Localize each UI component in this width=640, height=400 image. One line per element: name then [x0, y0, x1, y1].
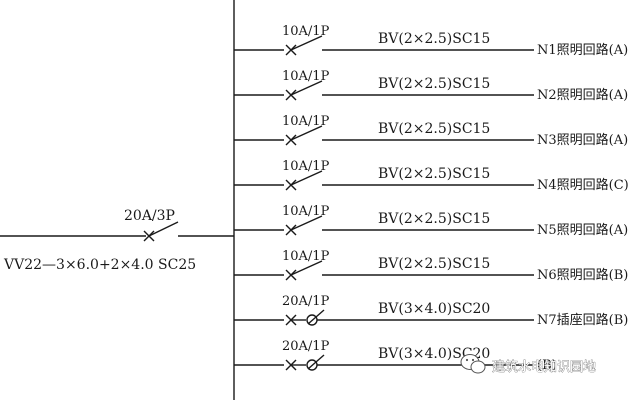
- watermark-text: 建筑水电知识园地: [492, 359, 596, 375]
- branch-switch-blade: [290, 80, 323, 96]
- branch-breaker-label: 10A/1P: [282, 204, 330, 219]
- branch-breaker-label: 10A/1P: [282, 159, 330, 174]
- branch-circuit-label: N5照明回路(A): [537, 222, 628, 238]
- branch-breaker-label: 20A/1P: [282, 294, 330, 309]
- branch-circuit-label: (B): [537, 358, 557, 373]
- incoming-cable-label: VV22—3×6.0+2×4.0 SC25: [3, 257, 196, 273]
- branch-cable-label: BV(3×4.0)SC20: [378, 301, 490, 317]
- branch-switch-blade: [307, 354, 325, 370]
- watermark: 建筑水电知识园地: [460, 354, 596, 375]
- branch-circuit-label: N1照明回路(A): [537, 42, 628, 58]
- incoming-feeder: 20A/3P VV22—3×6.0+2×4.0 SC25: [0, 208, 234, 273]
- branch-switch-blade: [307, 309, 325, 325]
- branch-switch-blade: [290, 125, 323, 141]
- branch-cable-label: BV(2×2.5)SC15: [378, 256, 490, 272]
- branch-circuit-label: N2照明回路(A): [537, 87, 628, 103]
- branch-cable-label: BV(2×2.5)SC15: [378, 76, 490, 92]
- incoming-switch-blade: [148, 221, 179, 237]
- branch-switch-blade: [290, 170, 323, 186]
- wechat-icon: [460, 354, 486, 374]
- branch-circuit-label: N6照明回路(B): [537, 267, 628, 283]
- branch-circuit-label: N7插座回路(B): [537, 312, 628, 328]
- branch-switch-blade: [290, 35, 323, 51]
- branch-breaker-label: 10A/1P: [282, 114, 330, 129]
- branch-breaker-label: 10A/1P: [282, 249, 330, 264]
- branch-breaker-label: 20A/1P: [282, 339, 330, 354]
- branch-switch-blade: [290, 215, 323, 231]
- branch-breaker-label: 10A/1P: [282, 24, 330, 39]
- branch-circuit-label: N3照明回路(A): [537, 132, 628, 148]
- branch-breaker-label: 10A/1P: [282, 69, 330, 84]
- branch-circuit-label: N4照明回路(C): [537, 177, 629, 193]
- branch-cable-label: BV(2×2.5)SC15: [378, 31, 490, 47]
- branch-cable-label: BV(2×2.5)SC15: [378, 211, 490, 227]
- branch-cable-label: BV(2×2.5)SC15: [378, 121, 490, 137]
- branch-cable-label: BV(2×2.5)SC15: [378, 166, 490, 182]
- branch-switch-blade: [290, 260, 323, 276]
- incoming-breaker-label: 20A/3P: [124, 208, 175, 224]
